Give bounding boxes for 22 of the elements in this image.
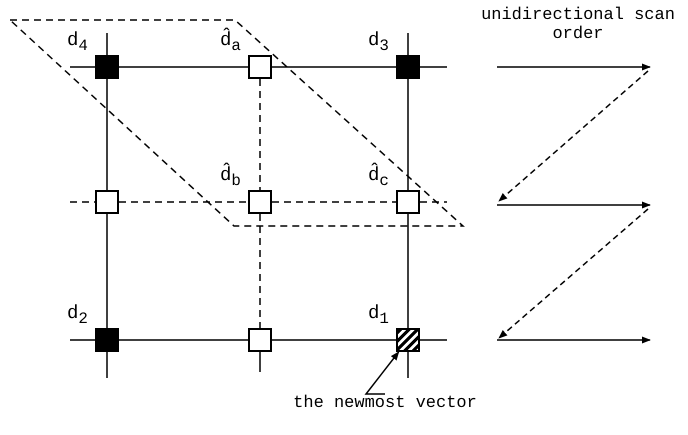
- scan-order-caption: unidirectional scan order: [480, 6, 676, 44]
- vector-label: d$_{2}$: [67, 302, 88, 330]
- vector-label: d̂$_{c}$: [368, 164, 389, 192]
- grid-line: [106, 214, 108, 328]
- vector-label: d̂$_{b}$: [220, 164, 241, 192]
- grid-line: [119, 339, 248, 341]
- vector-label: d$_{1}$: [368, 302, 389, 330]
- leader-line: [364, 351, 400, 395]
- dashed-grid-line: [119, 201, 248, 203]
- grid-line: [119, 66, 248, 68]
- grid-line: [272, 66, 396, 68]
- caption-text: the newmost vector: [292, 394, 478, 413]
- grid-line: [407, 214, 409, 328]
- vector-label: d$_{3}$: [368, 29, 389, 57]
- dashed-grid-line: [272, 201, 396, 203]
- grid-line: [407, 79, 409, 190]
- vector-label: d$_{4}$: [67, 29, 88, 57]
- grid-line: [272, 339, 396, 341]
- vector-label: d̂$_{a}$: [220, 29, 241, 57]
- grid-line: [106, 79, 108, 190]
- dashed-grid-line: [259, 79, 261, 190]
- dashed-grid-line: [259, 214, 261, 328]
